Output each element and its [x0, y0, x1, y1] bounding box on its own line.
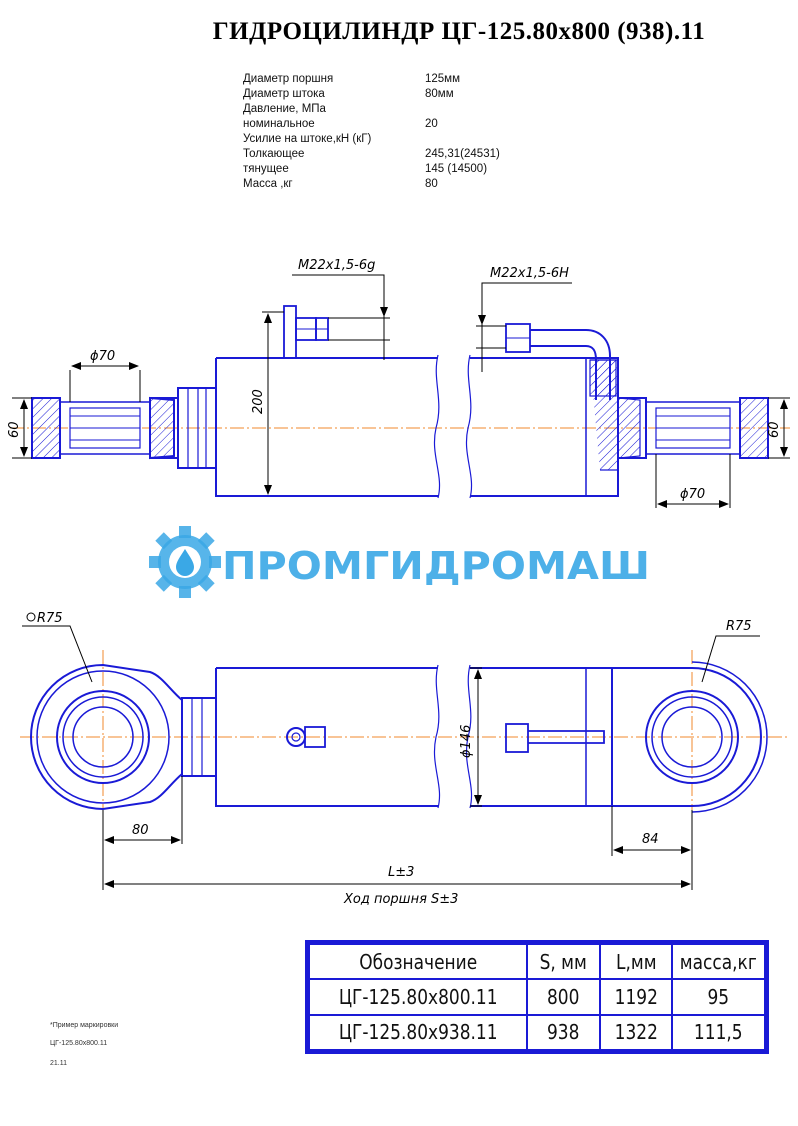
table-cell: 800 [531, 978, 596, 1016]
d146-label: ϕ146 [459, 725, 474, 758]
marking-note: *Пример маркировки [50, 1022, 119, 1029]
length-label: L±3 [388, 865, 414, 880]
barrel-left [215, 357, 438, 497]
bottom-dim-labels: R75 R75 ϕ146 80 84 L±3 Ход поршня S±3 [26, 611, 752, 907]
spec-label: тянущее [243, 163, 289, 175]
spec-row: Давление, МПа [243, 102, 500, 117]
variants-table: Обозначение S, мм L,мм масса,кг ЦГ-125.8… [305, 940, 769, 1054]
table-header: S, мм [531, 942, 596, 981]
spec-label: Усилие на штоке,кН (кГ) [243, 133, 372, 145]
table-cell: ЦГ-125.80х800.11 [324, 978, 512, 1016]
d70-left-label: ϕ70 [90, 349, 115, 364]
r75-left-label: R75 [37, 611, 63, 626]
spec-value: 80 [425, 178, 438, 190]
table-header: L,мм [604, 942, 668, 981]
thread-right-label: M22x1,5-6H [490, 266, 569, 281]
logo: ПРОМГИДРОМАШ [149, 526, 650, 598]
spec-label: Толкающее [243, 148, 305, 160]
drawing-title: ГИДРОЦИЛИНДР ЦГ-125.80х800 (938).11 [212, 18, 706, 45]
gear-icon [149, 526, 221, 598]
table-header: Обозначение [324, 942, 512, 981]
d70-right-label: ϕ70 [680, 487, 705, 502]
bottom-view [20, 650, 790, 830]
stroke-label: Ход поршня S±3 [343, 892, 458, 907]
spec-row: Толкающее 245,31(24531) [243, 147, 500, 162]
table-cell: 1322 [604, 1013, 668, 1052]
thread-left-label: M22x1,5-6g [298, 258, 375, 273]
spec-row: тянущее 145 (14500) [243, 162, 500, 177]
logo-text: ПРОМГИДРОМАШ [222, 544, 650, 588]
bottom-dimensions [22, 625, 760, 890]
h60-left-label: 60 [7, 421, 22, 438]
spec-row: номинальное 20 [243, 117, 500, 132]
table-row: ЦГ-125.80х938.11 938 1322 111,5 [309, 1013, 765, 1052]
spec-value: 80мм [425, 88, 454, 100]
table-cell: 1192 [604, 978, 668, 1016]
h200-label: 200 [251, 389, 266, 414]
spec-value: 20 [425, 118, 438, 130]
table-row: ЦГ-125.80х800.11 800 1192 95 [309, 978, 765, 1016]
table-header-row: Обозначение S, мм L,мм масса,кг [309, 942, 765, 981]
top-dimensions [12, 274, 790, 508]
spec-row: Усилие на штоке,кН (кГ) [243, 132, 500, 147]
table-cell: 938 [531, 1013, 596, 1052]
spec-label: Давление, МПа [243, 103, 326, 115]
table-cell: 95 [678, 978, 759, 1016]
radius-symbol-icon [26, 612, 36, 622]
spec-list: Диаметр поршня 125мм Диаметр штока 80мм Да… [243, 72, 500, 192]
spec-label: Масса ,кг [243, 178, 293, 190]
spec-value: 125мм [425, 73, 460, 85]
drawing-revision: 21.11 [50, 1060, 67, 1067]
table-cell: 111,5 [678, 1013, 759, 1052]
spec-value: 245,31(24531) [425, 148, 500, 160]
spec-row: Масса ,кг 80 [243, 177, 500, 192]
spec-row: Диаметр поршня 125мм [243, 72, 500, 87]
table-cell: ЦГ-125.80х938.11 [324, 1013, 512, 1052]
table-header: масса,кг [678, 942, 759, 981]
top-view [10, 305, 790, 499]
spec-label: Диаметр штока [243, 88, 325, 100]
h60-right-label: 60 [767, 421, 782, 438]
dim-80-label: 80 [132, 823, 149, 838]
marking-example: ЦГ-125.80х800.11 [50, 1040, 108, 1047]
spec-label: номинальное [243, 118, 315, 130]
spec-label: Диаметр поршня [243, 73, 334, 85]
top-dim-labels: M22x1,5-6g M22x1,5-6H ϕ70 ϕ70 60 60 200 [7, 258, 782, 502]
r75-right-label: R75 [726, 619, 752, 634]
dim-84-label: 84 [642, 832, 659, 847]
spec-value: 145 (14500) [425, 163, 488, 175]
spec-row: Диаметр штока 80мм [243, 87, 500, 102]
